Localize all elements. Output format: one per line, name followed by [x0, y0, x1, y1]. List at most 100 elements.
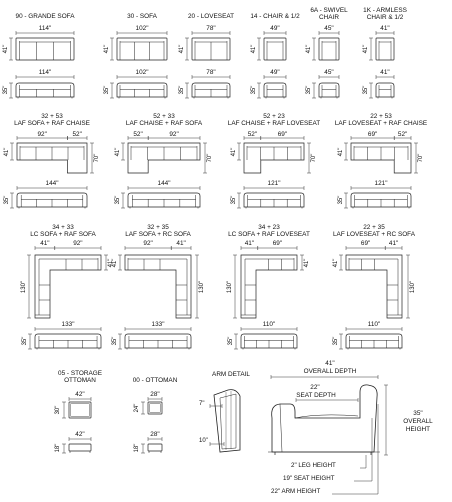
profile-body: [271, 384, 378, 453]
width-top: 41": [380, 25, 390, 32]
height: 35": [251, 85, 257, 95]
product-title: 1K - ARMLESS: [363, 7, 407, 14]
product-title: LAF LOVESEAT + RAF CHAISE: [334, 120, 428, 127]
width-bottom: 41": [380, 69, 390, 76]
width-bottom: 28": [150, 431, 160, 438]
product-title: 34 + 33: [52, 224, 74, 231]
width-2: 41": [176, 240, 186, 247]
depth: 41": [251, 44, 257, 54]
depth: 41": [338, 147, 344, 156]
height: 35": [333, 336, 339, 346]
product-title: 14 - CHAIR & 1/2: [250, 13, 300, 20]
product-title: 90 - GRANDE SOFA: [15, 13, 75, 20]
product-title: 22 + 53: [370, 113, 392, 120]
product-title: 00 - OTTOMAN: [132, 377, 178, 384]
product-title: 22 + 35: [363, 224, 385, 231]
depth: 41": [3, 44, 9, 54]
product-title: 52 + 33: [153, 113, 175, 120]
width-bottom: 49": [270, 69, 280, 76]
width-2: 52": [397, 131, 408, 138]
arm-detail-title: ARM DETAIL: [212, 371, 250, 378]
depth: 41": [231, 147, 237, 156]
p1k-outline: [375, 37, 395, 61]
width-bottom: 121": [374, 180, 388, 187]
profile-seat: [294, 414, 359, 419]
s1-front: [16, 192, 88, 208]
product-title: 52 + 23: [263, 113, 285, 120]
u1-front: [34, 333, 102, 349]
overall-depth-label: OVERALL DEPTH: [303, 368, 357, 375]
arm-detail-inner: [219, 393, 237, 450]
width-2: 92": [169, 131, 179, 138]
width-top: 28": [150, 391, 160, 398]
height: 35": [104, 85, 110, 95]
width-top: 45": [324, 25, 334, 32]
u2-front: [124, 333, 192, 349]
u3-front: [240, 333, 298, 349]
width-bottom: 110": [367, 321, 381, 328]
chaise-length: 70": [311, 153, 317, 163]
height: 35": [363, 85, 369, 95]
width-bottom: 102": [135, 69, 149, 76]
height: 35": [22, 336, 28, 346]
height: 35": [306, 85, 312, 95]
depth: 41": [363, 44, 369, 54]
height: 35": [179, 85, 185, 95]
width-1: 92": [143, 240, 153, 247]
p30-front: [116, 82, 168, 98]
depth: 30": [55, 405, 61, 415]
depth: 41": [4, 147, 10, 156]
p30-outline: [116, 37, 168, 61]
depth: 41": [304, 258, 310, 267]
product-title: 34 + 23: [258, 224, 280, 231]
width-bottom: 45": [324, 69, 334, 76]
s3-front: [243, 192, 305, 208]
chaise-length: 70": [94, 153, 100, 163]
width-bottom: 133": [151, 321, 165, 328]
p1k-front: [375, 82, 395, 98]
height: 35": [338, 195, 344, 205]
s2-plan: [127, 142, 201, 174]
product-title: LAF CHAISE + RAF SOFA: [125, 120, 203, 127]
s2-front: [127, 192, 201, 208]
side-length: 130": [410, 280, 416, 293]
width-bottom: 144": [157, 180, 171, 187]
o0-plan: [147, 401, 163, 415]
width-bottom: 42": [75, 431, 85, 438]
p90-front: [15, 82, 75, 98]
p6a-front: [318, 82, 340, 98]
width-1: 52": [247, 131, 258, 138]
seat-height-label: 19" SEAT HEIGHT: [283, 475, 335, 482]
height: 35": [228, 336, 234, 346]
side-length: 130": [199, 280, 205, 293]
width-2: 69": [277, 131, 288, 138]
product-title: 32 + 35: [147, 224, 169, 231]
width-bottom: 110": [262, 321, 276, 328]
width-top: 49": [270, 25, 280, 32]
width-1: 69": [360, 240, 371, 247]
width-top: 78": [206, 25, 216, 32]
seat-depth-value: 22": [310, 384, 320, 391]
width-top: 42": [75, 391, 85, 398]
u2-plan: [124, 254, 192, 319]
width-bottom: 144": [45, 180, 59, 187]
depth: 41": [179, 44, 185, 54]
width-2: 52": [72, 131, 82, 138]
width-1: 92": [37, 131, 47, 138]
width-2: 41": [388, 240, 399, 247]
width-1: 69": [367, 131, 378, 138]
depth: 41": [104, 44, 110, 54]
width-1: 41": [40, 240, 50, 247]
p14-front: [263, 82, 287, 98]
product-title: 6A - SWIVEL: [310, 7, 348, 14]
height: 35": [231, 195, 237, 205]
product-title: CHAIR & 1/2: [366, 14, 404, 21]
o5-plan: [68, 401, 92, 419]
o5-plan-inner: [70, 403, 90, 417]
height: 35": [112, 336, 118, 346]
product-title: LC SOFA + RAF SOFA: [30, 231, 96, 238]
u4-plan: [345, 254, 403, 319]
arm-detail-shape: [213, 389, 241, 453]
height: 35": [115, 195, 121, 205]
